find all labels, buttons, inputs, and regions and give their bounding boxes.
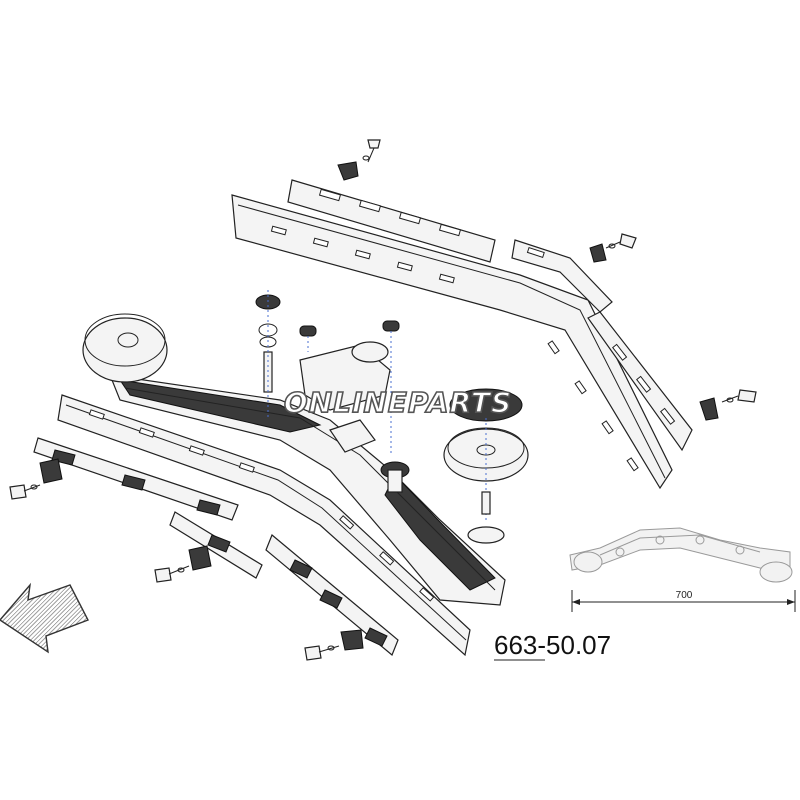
- part-number-group: 663-50.07: [494, 630, 611, 661]
- dimension-line: 700: [571, 590, 796, 612]
- part-number: 663-50.07: [494, 630, 611, 660]
- direction-arrow: [0, 582, 89, 654]
- handle-hub: [299, 341, 391, 453]
- lower-rail: [57, 394, 471, 657]
- adjuster-stack-left: [255, 290, 281, 420]
- knobs: [299, 320, 400, 455]
- upper-rail: [231, 194, 673, 490]
- adjuster-stack-right: [380, 461, 410, 493]
- bolt-clusters: [9, 139, 757, 661]
- lower-clamp-bars: [33, 437, 399, 656]
- left-wheel: [82, 313, 168, 383]
- main-frame: [109, 374, 506, 606]
- right-wheels: [443, 388, 529, 544]
- right-slotted-bracket: [587, 311, 693, 452]
- overview-inset: [569, 527, 793, 583]
- watermark: ONLINEPARTS: [284, 386, 512, 419]
- dimension-label: 700: [676, 590, 693, 601]
- upper-slotted-bracket: [287, 179, 496, 263]
